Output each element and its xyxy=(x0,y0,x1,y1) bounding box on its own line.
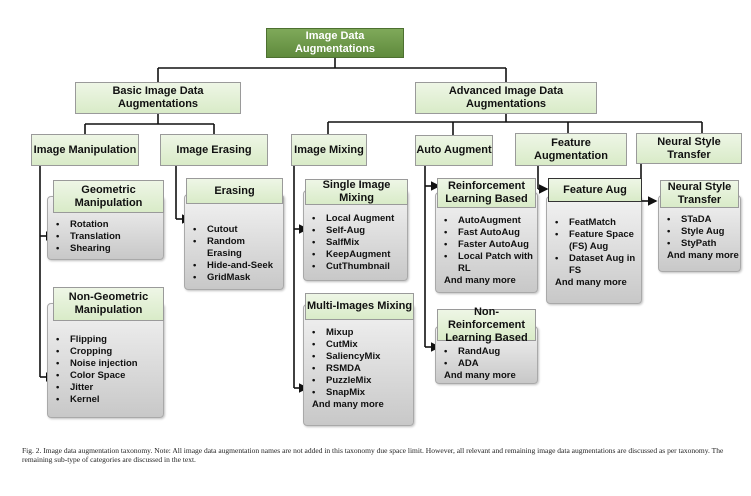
non-rl-title-line-1: Non-Reinforcement xyxy=(447,305,526,331)
root-node: Image Data Augmentations xyxy=(266,28,404,58)
list-item: Faster AutoAug xyxy=(436,239,536,251)
list-item: Self-Aug xyxy=(304,225,407,237)
multi-images-mixing-more: And many more xyxy=(312,399,384,410)
non-geometric-manipulation-header: Non-Geometric Manipulation xyxy=(53,287,164,321)
figure-caption: Fig. 2. Image data augmentation taxonomy… xyxy=(22,446,724,464)
non-reinforcement-learning-header: Non-Reinforcement Learning Based xyxy=(437,305,536,344)
image-mixing-node: Image Mixing xyxy=(291,134,367,166)
geometric-title-line-1: Geometric xyxy=(81,183,136,196)
rl-title-line-2: Learning Based xyxy=(445,193,528,205)
nst-more: And many more xyxy=(667,250,739,261)
nst-title-line-2: Transfer xyxy=(677,194,722,206)
image-manipulation-label: Image Manipulation xyxy=(33,143,137,156)
auto-augment-node: Auto Augment xyxy=(415,135,493,166)
multi-images-mixing-header: Multi-Images Mixing xyxy=(305,293,414,320)
nst-list: STaDA Style Aug StyPath xyxy=(659,196,740,250)
non-geometric-title-line-1: Non-Geometric xyxy=(68,291,149,303)
list-item: Flipping xyxy=(48,334,163,346)
list-item: Translation xyxy=(48,231,163,243)
reinforcement-learning-group: AutoAugment Fast AutoAug Faster AutoAug … xyxy=(435,192,538,293)
erasing-header: Erasing xyxy=(186,178,283,204)
list-item: STaDA xyxy=(659,214,740,226)
erasing-title: Erasing xyxy=(214,184,255,197)
non-geometric-manipulation-group: Flipping Cropping Noise injection Color … xyxy=(47,303,164,418)
image-mixing-label: Image Mixing xyxy=(294,143,364,156)
list-item: SaliencyMix xyxy=(304,351,413,363)
list-item: Noise injection xyxy=(48,358,163,370)
list-item: ADA xyxy=(436,358,537,370)
list-item: Style Aug xyxy=(659,226,740,238)
list-item: Local Augment xyxy=(304,213,407,225)
geometric-title-line-2: Manipulation xyxy=(74,196,143,209)
feature-aug-group: FeatMatch Feature Space (FS) Aug Dataset… xyxy=(546,196,642,304)
feature-aug-header: Feature Aug xyxy=(548,178,642,202)
list-item: Cropping xyxy=(48,346,163,358)
erasing-list: Cutout Random Erasing Hide-and-Seek Grid… xyxy=(185,195,277,284)
list-item: RandAug xyxy=(436,346,537,358)
multi-images-mixing-list: Mixup CutMix SaliencyMix RSMDA PuzzleMix… xyxy=(304,305,413,399)
list-item: Dataset Aug in FS xyxy=(547,253,639,277)
non-reinforcement-learning-more: And many more xyxy=(444,370,516,381)
reinforcement-learning-more: And many more xyxy=(444,275,516,286)
list-item: CutMix xyxy=(304,339,413,351)
list-item: CutThumbnail xyxy=(304,261,407,273)
list-item: Hide-and-Seek xyxy=(185,260,277,272)
feature-augmentation-label: Feature Augmentation xyxy=(534,136,608,162)
basic-augmentations-node: Basic Image Data Augmentations xyxy=(75,82,241,114)
image-erasing-label: Image Erasing xyxy=(176,143,252,156)
feature-aug-title: Feature Aug xyxy=(563,183,627,196)
neural-style-transfer-label: Neural Style Transfer xyxy=(657,135,721,161)
non-rl-title-line-2: Learning Based xyxy=(445,331,528,344)
list-item: RSMDA xyxy=(304,363,413,375)
list-item: AutoAugment xyxy=(436,215,536,227)
reinforcement-learning-header: Reinforcement Learning Based xyxy=(437,178,536,208)
list-item: SalfMix xyxy=(304,237,407,249)
list-item: KeepAugment xyxy=(304,249,407,261)
advanced-augmentations-node: Advanced Image Data Augmentations xyxy=(415,82,597,114)
non-geometric-title-line-2: Manipulation xyxy=(74,304,143,316)
rl-title-line-1: Reinforcement xyxy=(447,180,526,192)
basic-augmentations-label: Basic Image Data Augmentations xyxy=(112,85,204,110)
geometric-manipulation-list: Rotation Translation Shearing xyxy=(48,197,163,255)
list-item: Feature Space (FS) Aug xyxy=(547,229,639,253)
list-item: Rotation xyxy=(48,219,163,231)
list-item: StyPath xyxy=(659,238,740,250)
list-item: FeatMatch xyxy=(547,217,639,229)
image-manipulation-node: Image Manipulation xyxy=(31,134,139,166)
list-item: SnapMix xyxy=(304,387,413,399)
image-erasing-node: Image Erasing xyxy=(160,134,268,166)
neural-style-transfer-node: Neural Style Transfer xyxy=(636,133,742,164)
erasing-group: Cutout Random Erasing Hide-and-Seek Grid… xyxy=(184,194,284,290)
list-item: Color Space xyxy=(48,370,163,382)
feature-aug-more: And many more xyxy=(555,277,627,288)
list-item: Local Patch with RL xyxy=(436,251,536,275)
list-item: PuzzleMix xyxy=(304,375,413,387)
non-geometric-manipulation-list: Flipping Cropping Noise injection Color … xyxy=(48,304,163,406)
nst-header: Neural Style Transfer xyxy=(660,180,739,208)
multi-images-mixing-title: Multi-Images Mixing xyxy=(306,300,413,312)
list-item: Random Erasing xyxy=(185,236,277,260)
single-image-mixing-header: Single Image Mixing xyxy=(305,179,408,205)
non-reinforcement-learning-list: RandAug ADA xyxy=(436,327,537,370)
feature-augmentation-node: Feature Augmentation xyxy=(515,133,627,166)
feature-aug-list: FeatMatch Feature Space (FS) Aug Dataset… xyxy=(547,197,639,277)
nst-title-line-1: Neural Style xyxy=(667,181,732,193)
list-item: Kernel xyxy=(48,394,163,406)
advanced-augmentations-label: Advanced Image Data Augmentations xyxy=(448,85,564,110)
list-item: Shearing xyxy=(48,243,163,255)
list-item: GridMask xyxy=(185,272,277,284)
single-image-mixing-list: Local Augment Self-Aug SalfMix KeepAugme… xyxy=(304,191,407,273)
single-image-mixing-title: Single Image Mixing xyxy=(322,179,391,204)
auto-augment-label: Auto Augment xyxy=(416,144,492,156)
multi-images-mixing-group: Mixup CutMix SaliencyMix RSMDA PuzzleMix… xyxy=(303,304,414,426)
list-item: Mixup xyxy=(304,327,413,339)
root-label: Image Data Augmentations xyxy=(294,30,376,55)
geometric-manipulation-header: Geometric Manipulation xyxy=(53,180,164,213)
list-item: Fast AutoAug xyxy=(436,227,536,239)
reinforcement-learning-list: AutoAugment Fast AutoAug Faster AutoAug … xyxy=(436,193,536,275)
list-item: Jitter xyxy=(48,382,163,394)
list-item: Cutout xyxy=(185,224,277,236)
